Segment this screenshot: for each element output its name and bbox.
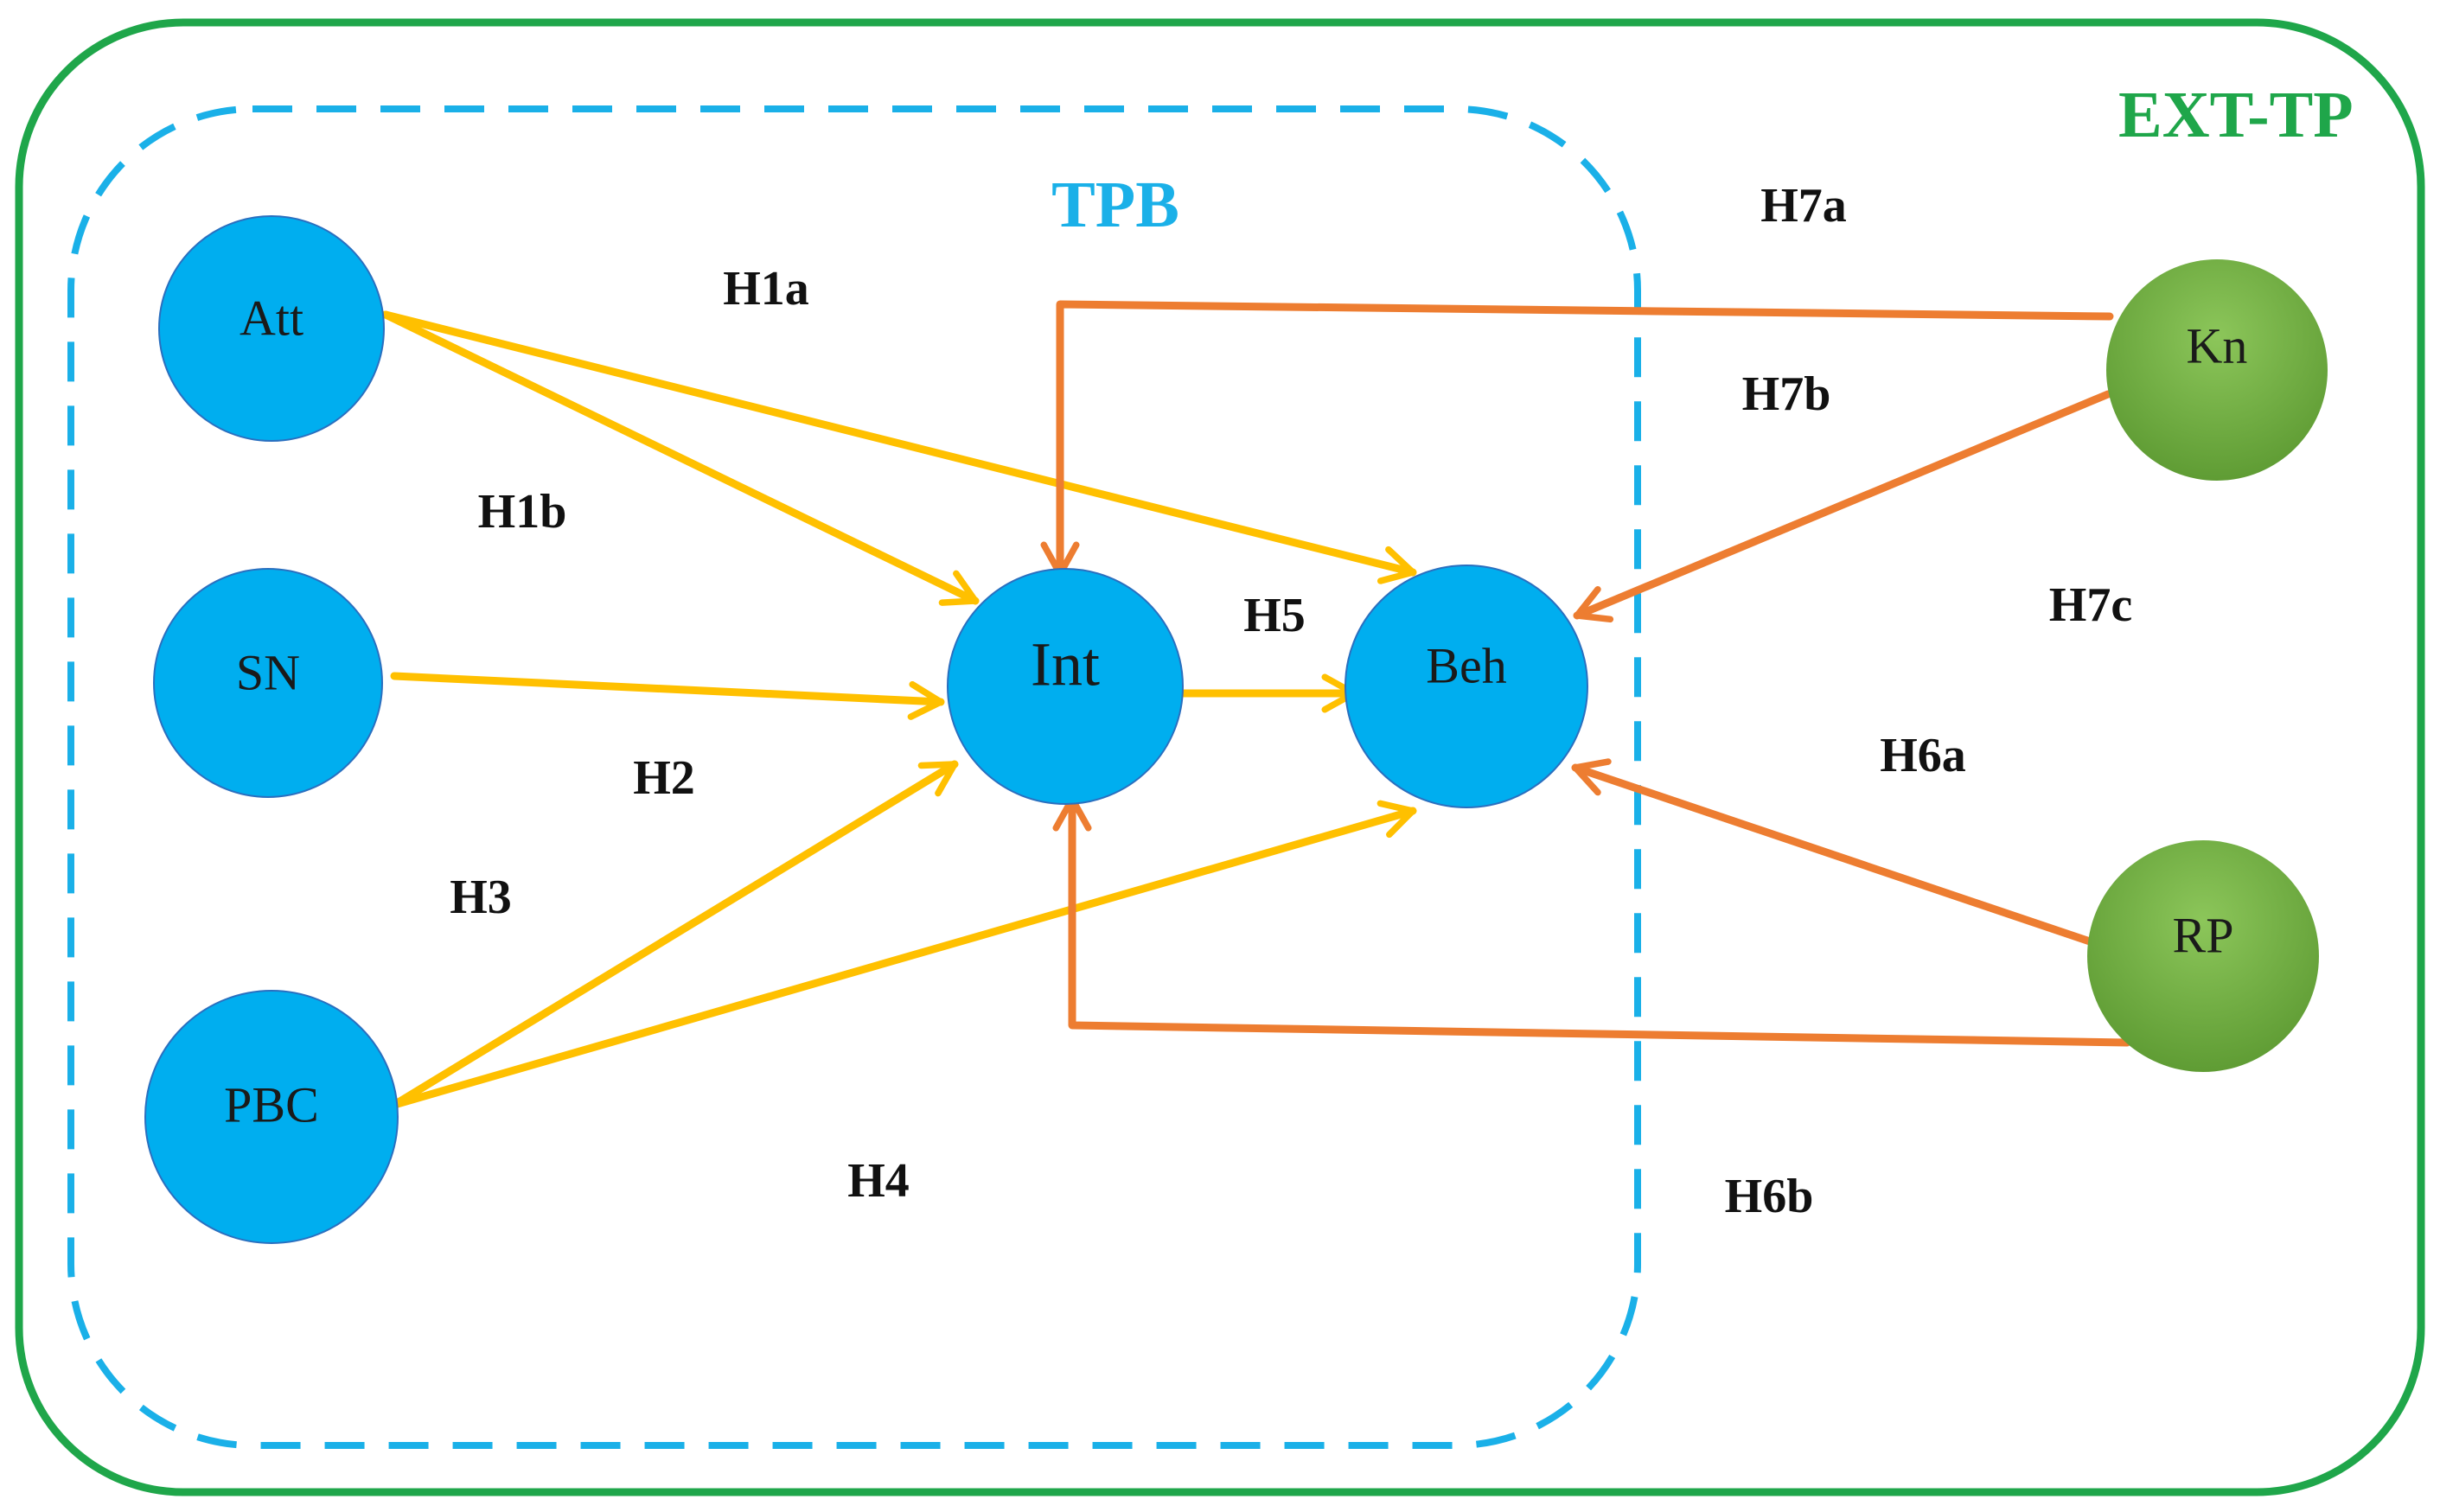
ext-tp-boundary — [15, 18, 2425, 1496]
arrow-att-to-beh — [381, 310, 1417, 584]
node-beh: Beh — [1345, 565, 1588, 808]
arrow-rp-to-int — [1052, 794, 2131, 1047]
tpb-boundary — [67, 105, 1641, 1449]
tpb-label: TPB — [1051, 169, 1179, 241]
node-int: Int — [947, 568, 1184, 805]
hyp-h7b: H7b — [1742, 367, 1831, 421]
ext-arrows — [1040, 300, 2131, 1047]
hyp-h3: H3 — [450, 871, 512, 924]
node-att: Att — [158, 215, 385, 442]
hyp-h7c: H7c — [2049, 578, 2132, 632]
arrow-sn-to-int — [390, 672, 945, 720]
arrow-kn-to-beh — [1573, 390, 2112, 623]
node-int-label: Int — [1031, 630, 1100, 699]
hyp-h7a: H7a — [1760, 179, 1847, 233]
arrow-rp-to-beh — [1571, 758, 2097, 947]
node-pbc-label: PBC — [224, 1076, 319, 1132]
hyp-h4: H4 — [847, 1154, 910, 1208]
hyp-h2: H2 — [633, 751, 695, 805]
arrow-pbc-to-beh — [390, 800, 1417, 1109]
node-sn: SN — [153, 568, 383, 798]
node-pbc: PBC — [144, 990, 399, 1244]
hyp-h5: H5 — [1243, 589, 1306, 642]
hyp-h1b: H1b — [478, 485, 567, 539]
node-kn-label: Kn — [2187, 317, 2248, 373]
node-rp: RP — [2087, 840, 2319, 1072]
tpb-arrows — [381, 310, 1417, 1109]
node-sn-label: SN — [236, 644, 300, 700]
arrow-pbc-to-int — [390, 760, 959, 1109]
hyp-h6b: H6b — [1725, 1170, 1814, 1223]
node-att-label: Att — [240, 290, 303, 346]
hyp-h6a: H6a — [1880, 729, 1966, 782]
node-kn: Kn — [2106, 259, 2328, 481]
arrow-kn-to-int — [1040, 300, 2114, 578]
node-rp-label: RP — [2173, 907, 2234, 963]
ext-tp-label: EXT-TP — [2118, 79, 2354, 151]
arrow-att-to-int — [381, 310, 980, 606]
hypothesis-labels: H1a H1b H2 H3 H4 H5 H6a H6b H7a H7b H7c — [450, 179, 2132, 1223]
node-beh-label: Beh — [1426, 637, 1506, 693]
hyp-h1a: H1a — [723, 262, 809, 316]
